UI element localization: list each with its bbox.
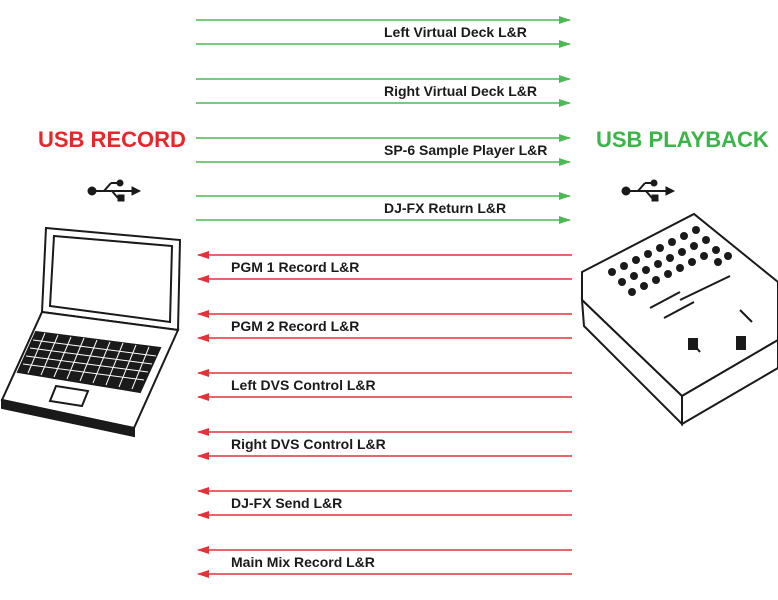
playback-channel-label: Right Virtual Deck L&R [384, 83, 537, 99]
playback-channel-label: Left Virtual Deck L&R [384, 24, 527, 40]
record-arrow-group-1: PGM 1 Record L&R [197, 251, 572, 283]
playback-arrow-group-3: SP-6 Sample Player L&R [196, 134, 571, 166]
playback-arrow-group-4: DJ-FX Return L&R [196, 192, 571, 224]
record-channel-label: PGM 1 Record L&R [231, 259, 359, 275]
record-arrow-group-5: DJ-FX Send L&R [197, 487, 572, 519]
usb-icon [621, 179, 676, 202]
usb-icon [87, 179, 142, 202]
playback-arrow-group-2: Right Virtual Deck L&R [196, 75, 571, 107]
playback-channel-label: DJ-FX Return L&R [384, 200, 506, 216]
record-arrow-group-6: Main Mix Record L&R [197, 546, 572, 578]
playback-arrow-group-1: Left Virtual Deck L&R [196, 16, 571, 48]
laptop-icon [0, 226, 182, 438]
record-channel-label: Right DVS Control L&R [231, 436, 386, 452]
record-channel-label: Main Mix Record L&R [231, 554, 375, 570]
record-arrow-group-3: Left DVS Control L&R [197, 369, 572, 401]
record-channel-label: DJ-FX Send L&R [231, 495, 342, 511]
record-channel-label: Left DVS Control L&R [231, 377, 376, 393]
usb-playback-title: USB PLAYBACK [596, 127, 769, 152]
record-channel-label: PGM 2 Record L&R [231, 318, 359, 334]
record-arrow-group-4: Right DVS Control L&R [197, 428, 572, 460]
record-arrow-group-2: PGM 2 Record L&R [197, 310, 572, 342]
usb-record-title: USB RECORD [38, 127, 186, 152]
playback-channel-label: SP-6 Sample Player L&R [384, 142, 547, 158]
dj-mixer-icon [580, 212, 778, 427]
